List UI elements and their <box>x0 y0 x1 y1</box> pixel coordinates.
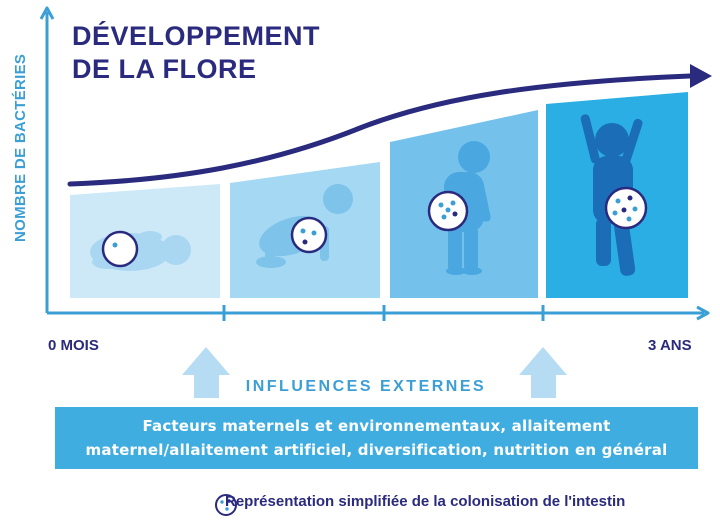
x-axis-start-label: 0 MOIS <box>48 337 99 354</box>
growth-curve <box>67 64 712 187</box>
title-line-1: DÉVELOPPEMENT <box>72 21 321 51</box>
legend-intestine-icon <box>215 494 237 516</box>
intestine-icon-walking <box>604 186 648 230</box>
diagram-title: DÉVELOPPEMENT DE LA FLORE <box>72 20 392 86</box>
x-axis-end-label: 3 ANS <box>648 337 692 354</box>
intestine-icon-newborn <box>101 230 139 268</box>
factors-box: Facteurs maternels et environnementaux, … <box>55 407 698 469</box>
growth-curve-arrowhead <box>690 64 712 88</box>
legend-text: Représentation simplifiée de la colonisa… <box>225 492 626 510</box>
factors-line-2: maternel/allaitement artificiel, diversi… <box>85 441 668 459</box>
influences-label: INFLUENCES EXTERNES <box>245 378 487 395</box>
influence-arrow-left <box>182 347 230 398</box>
factors-line-1: Facteurs maternels et environnementaux, … <box>142 417 611 435</box>
intestine-icon-crawling <box>290 216 328 254</box>
y-axis <box>39 6 55 313</box>
intestine-icon-standing <box>427 190 469 232</box>
x-axis <box>47 305 710 321</box>
title-line-2: DE LA FLORE <box>72 54 257 84</box>
legend: Représentation simplifiée de la colonisa… <box>216 491 625 511</box>
influence-arrow-right <box>519 347 567 398</box>
y-axis-label: NOMBRE DE BACTÉRIES <box>12 53 29 242</box>
